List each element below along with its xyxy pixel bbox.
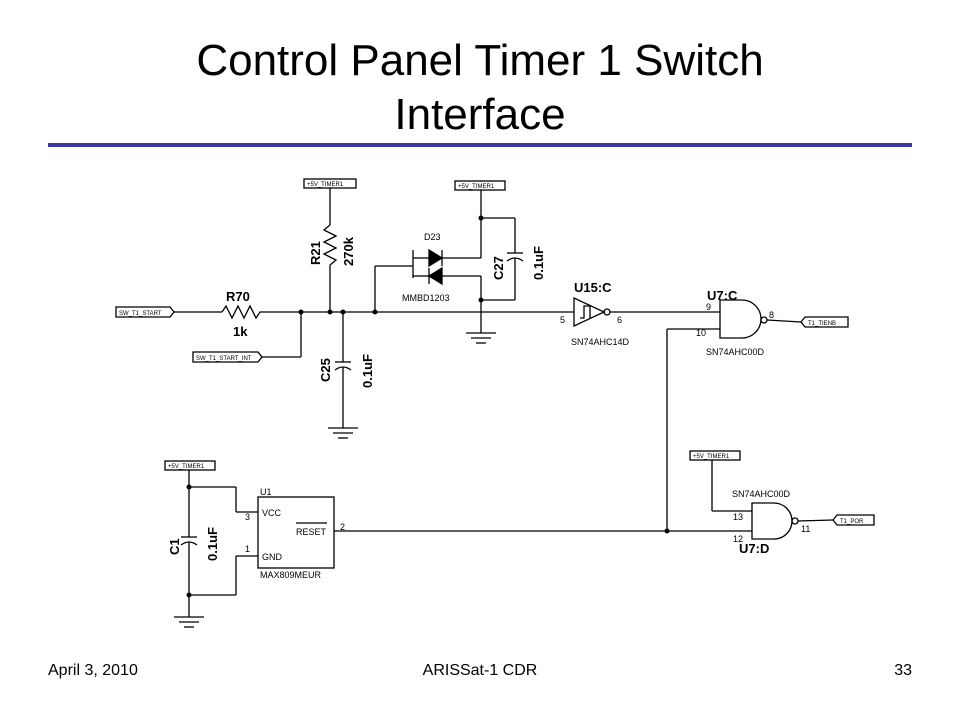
u7d-nand-gate [711, 460, 834, 540]
u7c-part: SN74AHC00D [706, 347, 765, 357]
power-label-r21: +5V_TIMER1 [307, 182, 344, 188]
port-label-sw-t1-start-int: SW_T1_START_INT [196, 356, 252, 362]
title-line-1: Control Panel Timer 1 Switch [196, 36, 764, 85]
title-underline [48, 143, 912, 147]
u1-part: MAX809MEUR [260, 570, 322, 580]
u15c-pin-out: 6 [617, 315, 622, 325]
c25-value: 0.1uF [360, 354, 375, 388]
power-box-r21 [303, 178, 357, 189]
main-net-wire [174, 311, 574, 358]
reset-net-wire [334, 329, 733, 532]
u7c-ref: U7:C [707, 288, 738, 303]
u7c-nand-gate [667, 299, 802, 339]
power-label-c1: +5V_TIMER1 [168, 464, 205, 470]
u7c-pin-a: 9 [706, 302, 711, 312]
u1-pin-gnd: 1 [245, 544, 250, 554]
title-line-2: Interface [394, 90, 566, 139]
c25-capacitor [334, 312, 352, 428]
port-t1-tienb [800, 316, 849, 328]
u7c-pin-b: 10 [696, 328, 706, 338]
r21-resistor [322, 188, 338, 312]
u1-pin-reset: 2 [340, 522, 345, 532]
port-label-t1-tienb: T1_TIENB [808, 321, 836, 327]
port-sw-t1-start [115, 306, 175, 318]
r70-value: 1k [233, 324, 248, 339]
u15c-part: SN74AHC14D [571, 337, 630, 347]
footer-date: April 3, 2010 [48, 662, 138, 679]
u7d-part: SN74AHC00D [732, 489, 791, 499]
u15c-ref: U15:C [574, 280, 612, 295]
c25-ref: C25 [318, 358, 333, 382]
port-label-t1-por: T1_POR [840, 519, 864, 525]
d23-ref: D23 [424, 232, 441, 242]
u7d-pin-out: 11 [801, 524, 810, 534]
junction-dots [186, 215, 670, 598]
c27-capacitor [481, 217, 524, 300]
u7d-pin-a: 13 [733, 512, 743, 522]
d23-diode-network [374, 193, 515, 333]
u1-gnd-label: GND [262, 552, 283, 562]
footer-center-text: ARISSat-1 CDR [422, 662, 538, 679]
u7c-pin-out: 8 [769, 310, 774, 320]
d23-part: MMBD1203 [402, 293, 450, 303]
r70-resistor [221, 304, 264, 320]
d23-ground-icon [466, 332, 496, 344]
c1-ref: C1 [167, 538, 182, 555]
u1-reset-label: RESET [296, 527, 327, 537]
u1-vcc-label: VCC [262, 508, 282, 518]
u15c-pin-in: 5 [560, 315, 565, 325]
u7d-ref: U7:D [739, 541, 769, 556]
r21-value: 270k [341, 236, 356, 266]
port-label-sw-t1-start: SW_T1_START [119, 311, 162, 317]
slide-title: Control Panel Timer 1 Switch Interface [0, 34, 960, 142]
power-label-u7d: +5V_TIMER1 [693, 454, 730, 460]
u7d-pin-b: 12 [733, 534, 743, 544]
power-box-d23 [454, 180, 506, 191]
u1-ref: U1 [260, 487, 272, 497]
c25-ground-icon [328, 427, 358, 439]
c1-ground-icon [174, 616, 204, 628]
u1-pin-vcc: 3 [245, 512, 250, 522]
c1-capacitor [180, 470, 198, 617]
c27-value: 0.1uF [531, 246, 546, 280]
c27-ref: C27 [491, 256, 506, 280]
power-box-c1 [164, 460, 216, 471]
power-label-d23: +5V_TIMER1 [458, 184, 495, 190]
r70-ref: R70 [226, 289, 250, 304]
r21-ref: R21 [308, 241, 323, 265]
footer-page-number: 33 [894, 662, 912, 679]
port-t1-por [832, 514, 875, 526]
c1-value: 0.1uF [205, 527, 220, 561]
power-box-u7d [689, 450, 741, 461]
u15c-inverter [573, 296, 720, 328]
u1-max809-block [189, 486, 335, 596]
port-sw-t1-start-int [192, 351, 263, 363]
